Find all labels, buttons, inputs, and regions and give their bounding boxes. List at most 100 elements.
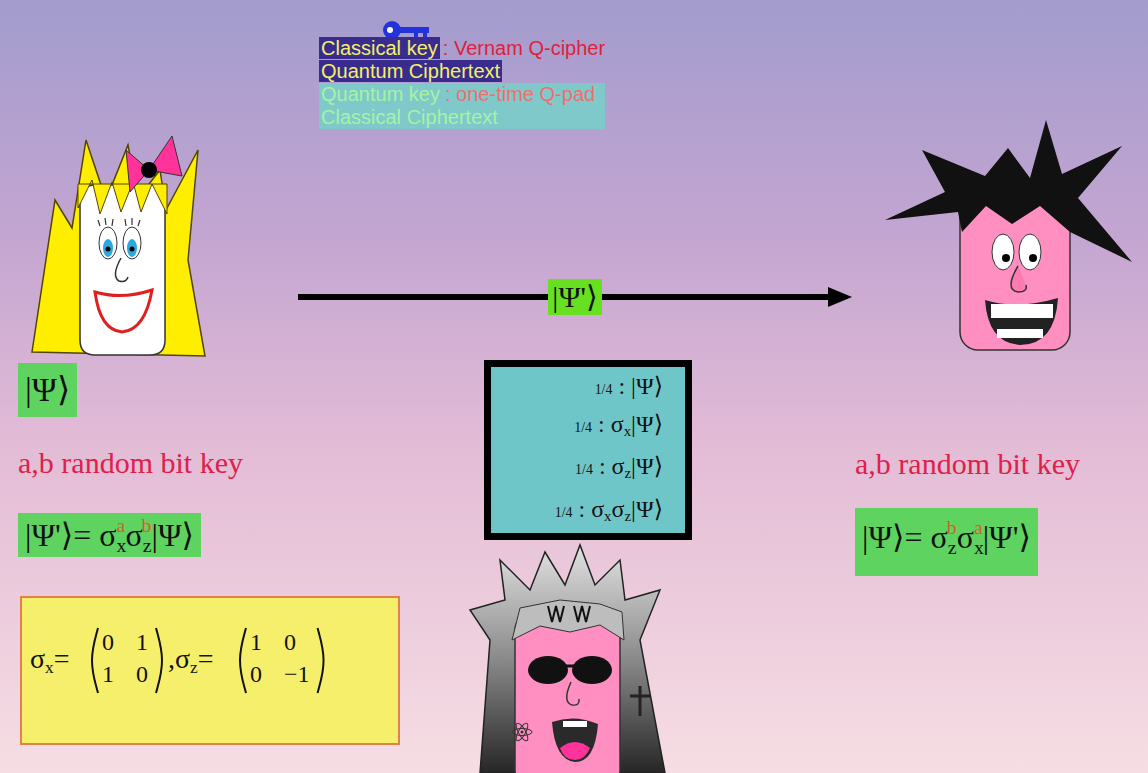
glyph: a [908, 447, 921, 480]
glyph: x [485, 60, 495, 82]
alice-figure-part [106, 247, 111, 252]
glyph [990, 447, 998, 480]
glyph: t [370, 60, 376, 82]
alice-figure-part [127, 239, 137, 257]
glyph [403, 60, 409, 82]
glyph: e [215, 446, 228, 479]
glyph: y [228, 446, 243, 479]
alice-figure-part [99, 227, 117, 259]
eve-figure-part [572, 656, 612, 684]
edge-label: |Ψ'⟩ [548, 279, 601, 315]
glyph: ⟩ [61, 517, 73, 553]
bob-figure-part [1002, 254, 1010, 262]
legend-line: Classical Ciphertext [319, 106, 500, 128]
glyph: t [468, 60, 474, 82]
glyph: p [565, 37, 576, 59]
glyph: a [18, 446, 31, 479]
glyph: 4 [605, 382, 612, 397]
glyph: p [562, 83, 573, 105]
glyph: Ψ [636, 373, 654, 399]
glyph: σ [591, 496, 604, 522]
glyph: ⟩ [654, 453, 663, 479]
glyph: 1 [136, 629, 148, 655]
glyph [403, 83, 409, 105]
glyph: σ [125, 517, 142, 553]
glyph: e [466, 37, 477, 59]
glyph: V [454, 37, 466, 59]
glyph [592, 411, 598, 437]
glyph: : [445, 83, 451, 105]
glyph: m [130, 446, 153, 479]
glyph: i [371, 106, 375, 128]
glyph: − [284, 661, 298, 687]
glyph: | [862, 519, 868, 555]
glyph [114, 661, 136, 687]
legend-line: : Vernam Q-cipher [440, 37, 605, 59]
glyph [448, 37, 454, 59]
eve-figure-part-part [521, 731, 524, 734]
glyph [1029, 447, 1037, 480]
glyph: u [337, 83, 348, 105]
glyph [91, 517, 99, 553]
node-text: 1 0 [250, 628, 296, 657]
glyph: : [598, 411, 605, 437]
glyph: 1 [574, 420, 581, 435]
glyph: Q [528, 37, 544, 59]
glyph [451, 83, 457, 105]
glyph: , [868, 447, 876, 480]
glyph: u [376, 83, 387, 105]
glyph: b [39, 446, 54, 479]
glyph: a [974, 502, 983, 552]
glyph: e [473, 60, 484, 82]
glyph: b [876, 447, 891, 480]
glyph: σ [99, 517, 116, 553]
glyph [891, 447, 899, 480]
glyph: t [466, 106, 472, 128]
glyph: 0 [284, 629, 296, 655]
glyph: | [25, 371, 32, 408]
eve-figure-part [515, 615, 620, 773]
glyph: k [200, 446, 215, 479]
node-text: σx= [30, 642, 70, 685]
glyph: Ψ [989, 519, 1013, 555]
glyph: t [492, 106, 498, 128]
eve-figure-part [512, 600, 624, 640]
glyph: e [419, 83, 430, 105]
glyph: | [983, 519, 989, 555]
bob-figure [885, 120, 1132, 350]
glyph: z [143, 534, 152, 556]
glyph: 4 [585, 420, 592, 435]
legend-line: Classical key [319, 37, 440, 59]
glyph: | [631, 411, 636, 437]
glyph [605, 411, 611, 437]
glyph: u [376, 60, 387, 82]
glyph: h [437, 106, 448, 128]
glyph: / [582, 462, 586, 477]
alice-figure-part [130, 247, 135, 252]
glyph: b [998, 447, 1013, 480]
glyph [585, 496, 591, 522]
glyph: a [117, 500, 126, 550]
alice-figure-part [141, 162, 157, 178]
glyph: b [161, 446, 176, 479]
glyph: a [385, 106, 396, 128]
glyph: e [417, 37, 428, 59]
node-text: |Ψ⟩= σzbσxa|Ψ'⟩ [855, 508, 1038, 576]
glyph: c [375, 106, 385, 128]
glyph: a [348, 83, 359, 105]
alice-figure-part [80, 185, 165, 355]
glyph: e [587, 37, 598, 59]
glyph: = [54, 643, 70, 674]
glyph: = [73, 517, 91, 553]
glyph: : [618, 373, 625, 399]
glyph: 0 [250, 661, 262, 687]
glyph: i [1013, 447, 1021, 480]
glyph: 4 [566, 505, 573, 520]
glyph: i [423, 60, 427, 82]
glyph: a [71, 446, 84, 479]
glyph: m [506, 83, 523, 105]
glyph: x [624, 423, 631, 439]
glyph: ' [1013, 519, 1019, 555]
label-row: a,b random bit key [18, 445, 243, 481]
glyph: m [967, 447, 990, 480]
